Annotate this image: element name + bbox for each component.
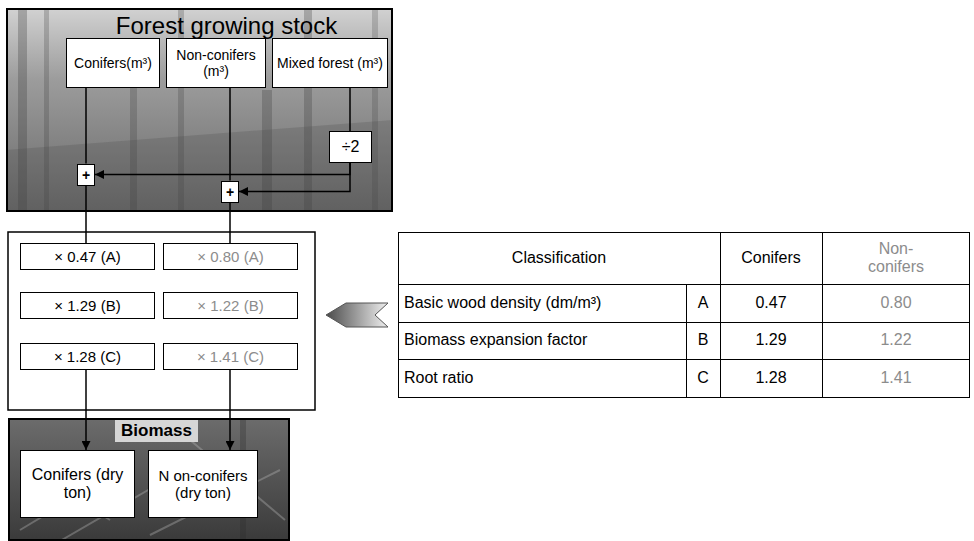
table-cell-text: 1.29 xyxy=(755,331,786,349)
table-cell: B xyxy=(686,322,720,359)
table-cell: 0.80 xyxy=(822,284,970,322)
box-label: × 1.41 (C) xyxy=(197,348,264,365)
box-label: × 1.29 (B) xyxy=(54,297,120,314)
biomass-photo xyxy=(8,418,290,541)
factor-box: × 1.22 (B) xyxy=(163,292,298,319)
table-header: Conifers xyxy=(720,232,822,284)
box-label: × 0.80 (A) xyxy=(197,248,263,265)
flow-line xyxy=(85,370,87,450)
table-cell-text: 0.47 xyxy=(755,294,786,312)
box-label: + xyxy=(226,185,234,199)
factor-box: × 1.29 (B) xyxy=(20,292,155,319)
flow-line xyxy=(229,88,231,181)
input-box: Non-conifers (m³) xyxy=(166,38,266,88)
table-cell-text: A xyxy=(698,294,709,312)
output-box: Conifers (dry ton) xyxy=(20,450,135,518)
pointer-arrow xyxy=(326,303,388,327)
biomass-panel: BiomassConifers (dry ton) N on-conifers (… xyxy=(8,418,290,541)
box-label: Non-conifers (m³) xyxy=(171,47,261,79)
input-box: Mixed forest (m³) xyxy=(272,38,388,88)
panel-title: Forest growing stock xyxy=(116,12,337,40)
table-cell: 0.47 xyxy=(720,284,822,322)
table-cell-text: C xyxy=(697,369,709,387)
table-cell-text: Biomass expansion factor xyxy=(404,331,587,349)
box-label: Mixed forest (m³) xyxy=(277,55,383,71)
box-label: N on-conifers (dry ton) xyxy=(153,467,253,502)
flow-line xyxy=(85,88,87,164)
factor-box: × 1.41 (C) xyxy=(163,343,298,370)
table-cell-text: Basic wood density (dm/m³) xyxy=(404,294,601,312)
box-label: × 0.47 (A) xyxy=(54,248,120,265)
factor-table-grid xyxy=(398,232,970,398)
plus-box: + xyxy=(77,164,95,186)
table-cell: A xyxy=(686,284,720,322)
box-label: ÷2 xyxy=(342,138,360,156)
table-header-text: Non-conifers xyxy=(856,240,936,277)
table-header: Classification xyxy=(398,232,720,284)
flow-line xyxy=(239,163,350,192)
divide-box: ÷2 xyxy=(329,131,372,163)
flow-line xyxy=(349,88,351,131)
flow-line xyxy=(229,370,231,450)
flow-line xyxy=(95,163,350,175)
table-cell: 1.41 xyxy=(822,359,970,397)
table-cell-text: 1.28 xyxy=(755,369,786,387)
table-header: Non-conifers xyxy=(822,232,970,284)
box-label: Conifers (dry ton) xyxy=(25,466,130,503)
stock-panel: Forest growing stockConifers(m³) Non-coni… xyxy=(6,8,393,212)
flow-line xyxy=(85,186,87,244)
factor-frame xyxy=(8,232,315,410)
plus-box: + xyxy=(221,181,239,203)
table-cell: Biomass expansion factor xyxy=(398,322,686,359)
input-box: Conifers(m³) xyxy=(66,38,160,88)
box-label: × 1.28 (C) xyxy=(54,348,121,365)
flow-line xyxy=(229,203,231,244)
box-label: Conifers(m³) xyxy=(74,55,152,71)
table-cell-text: 1.41 xyxy=(880,369,911,387)
factor-box: × 0.80 (A) xyxy=(163,243,298,270)
table-cell: 1.28 xyxy=(720,359,822,397)
factor-box: × 0.47 (A) xyxy=(20,243,155,270)
table-cell: Root ratio xyxy=(398,359,686,397)
table-cell: 1.29 xyxy=(720,322,822,359)
table-cell-text: 1.22 xyxy=(880,331,911,349)
table-cell: C xyxy=(686,359,720,397)
table-header-text: Conifers xyxy=(741,249,801,267)
table-cell-text: Root ratio xyxy=(404,369,473,387)
box-label: + xyxy=(82,168,90,182)
table-header-text: Classification xyxy=(512,249,606,267)
box-label: × 1.22 (B) xyxy=(197,297,263,314)
table-cell-text: B xyxy=(698,331,709,349)
factor-box: × 1.28 (C) xyxy=(20,343,155,370)
table-cell: Basic wood density (dm/m³) xyxy=(398,284,686,322)
output-box: N on-conifers (dry ton) xyxy=(148,450,258,518)
table-cell-text: 0.80 xyxy=(880,294,911,312)
table-cell: 1.22 xyxy=(822,322,970,359)
forest-photo xyxy=(6,8,393,212)
panel-title: Biomass xyxy=(115,420,198,442)
